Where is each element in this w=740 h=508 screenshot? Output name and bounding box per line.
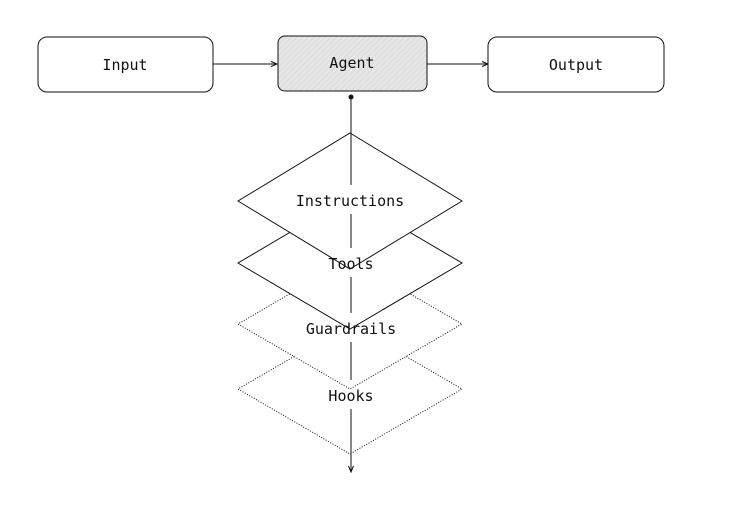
output-label: Output bbox=[549, 56, 603, 74]
layer-instructions-label: Instructions bbox=[296, 192, 404, 210]
input-label: Input bbox=[102, 56, 147, 74]
agent-node bbox=[277, 35, 428, 92]
layer-tools-label: Tools bbox=[328, 255, 373, 273]
input-node bbox=[37, 36, 214, 93]
layer-guardrails-label: Guardrails bbox=[306, 320, 396, 338]
layer-hooks-label: Hooks bbox=[328, 387, 373, 405]
agent-label: Agent bbox=[329, 54, 374, 72]
output-node bbox=[487, 36, 665, 93]
layer-instructions-shape bbox=[237, 132, 463, 270]
